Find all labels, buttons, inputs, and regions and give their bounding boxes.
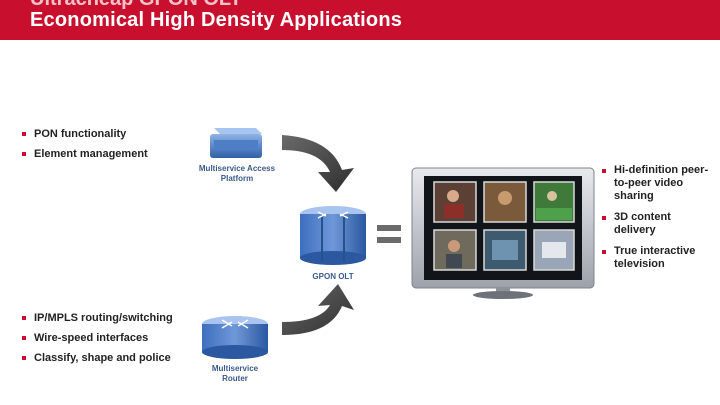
list-item: Element management (22, 144, 148, 164)
list-item: Classify, shape and police (22, 348, 173, 368)
access-platform-icon (210, 128, 262, 158)
header-banner: Ultracheap GPON OLT Economical High Dens… (0, 0, 720, 40)
bullet-square-icon (602, 216, 606, 220)
list-item: 3D content delivery (602, 211, 714, 237)
access-platform-features: PON functionality Element management (22, 124, 148, 164)
gpon-olt-label: GPON OLT (312, 272, 354, 281)
list-item: Wire-speed interfaces (22, 328, 173, 348)
equals-icon (377, 225, 401, 243)
bullet-square-icon (22, 356, 26, 360)
bullet-square-icon (22, 152, 26, 156)
access-platform-label: Multiservice Access Platform (198, 164, 276, 183)
video-thumbnails (433, 181, 575, 271)
television-icon (411, 167, 595, 299)
bullet-square-icon (22, 316, 26, 320)
list-item: Hi-definition peer-to-peer video sharing (602, 164, 714, 203)
application-benefits: Hi-definition peer-to-peer video sharing… (602, 164, 714, 279)
header-cut-title: Ultracheap GPON OLT (30, 0, 242, 11)
router-label: Multiservice Router (211, 364, 259, 383)
page-title: Economical High Density Applications (30, 9, 403, 31)
bullet-square-icon (22, 336, 26, 340)
router-features: IP/MPLS routing/switching Wire-speed int… (22, 308, 173, 368)
curved-arrow-icon (282, 284, 354, 335)
bullet-square-icon (602, 250, 606, 254)
list-item: PON functionality (22, 124, 148, 144)
list-item: IP/MPLS routing/switching (22, 308, 173, 328)
router-icon (202, 316, 268, 359)
bullet-square-icon (602, 169, 606, 173)
list-item: True interactive television (602, 245, 714, 271)
gpon-olt-icon (300, 206, 366, 265)
curved-arrow-icon (282, 135, 354, 192)
bullet-square-icon (22, 132, 26, 136)
